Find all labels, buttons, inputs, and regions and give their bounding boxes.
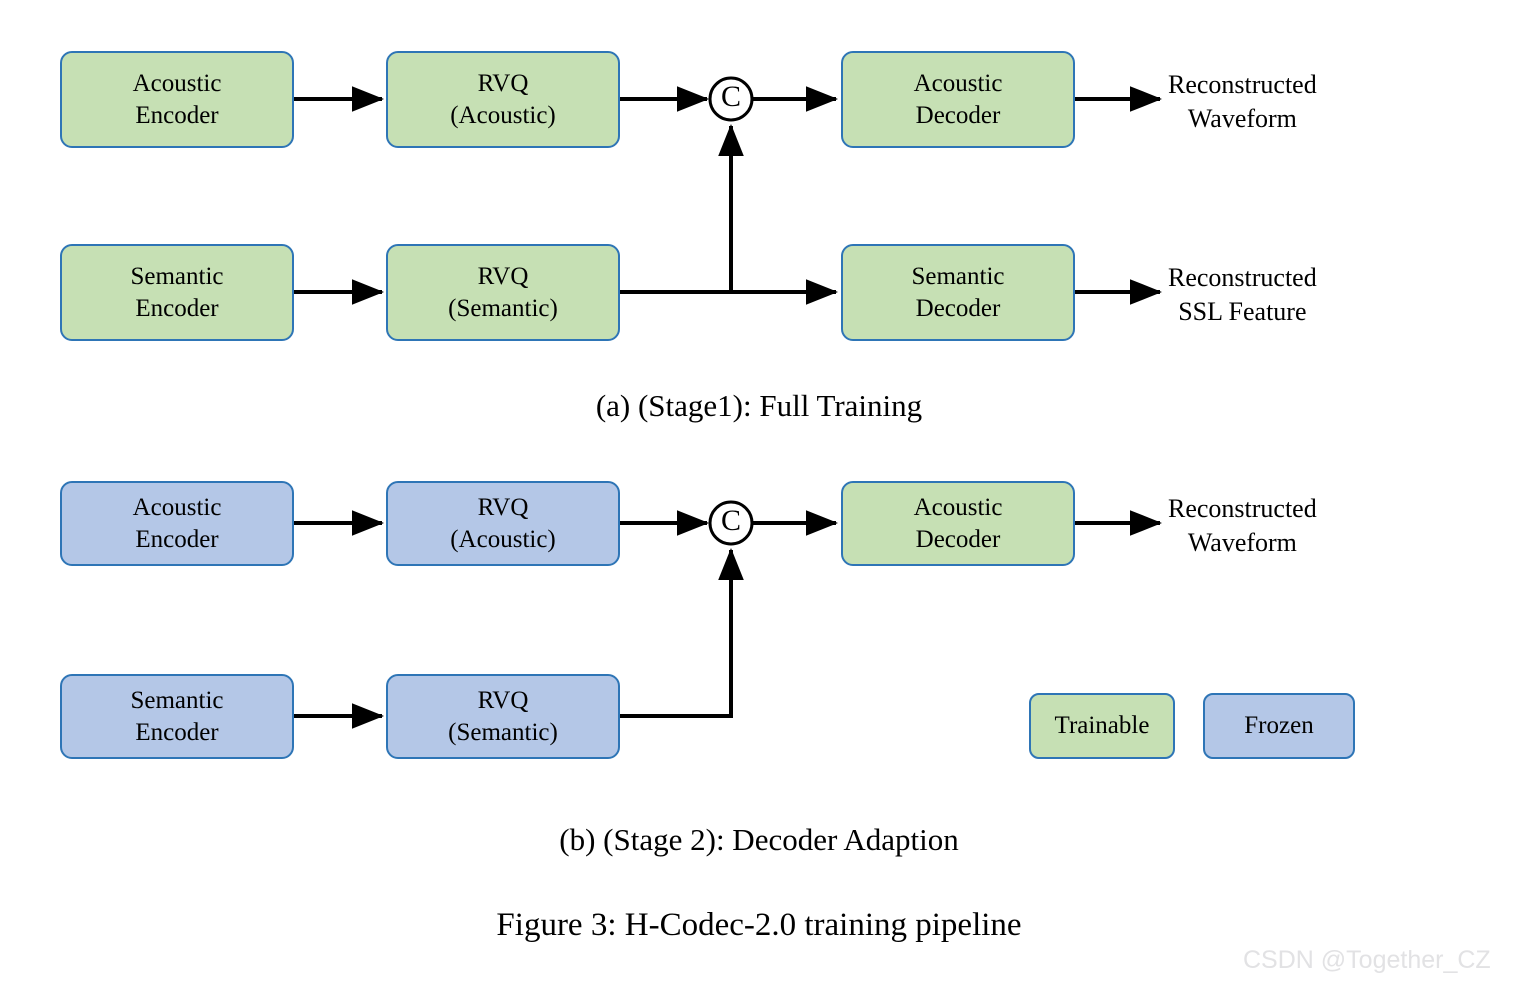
output-label-line2: SSL Feature	[1178, 296, 1307, 326]
node-label-line2: (Acoustic)	[450, 101, 556, 129]
node-rvq-acoustic-stage-b[interactable]: RVQ (Acoustic)	[386, 481, 620, 566]
node-label-line1: Semantic	[911, 262, 1005, 290]
node-label-line2: Encoder	[135, 718, 219, 746]
node-rvq-semantic-stage-b[interactable]: RVQ (Semantic)	[386, 674, 620, 759]
node-label-line1: RVQ	[477, 493, 529, 521]
legend-trainable-label: Trainable	[1054, 712, 1150, 739]
node-label-line1: RVQ	[477, 262, 529, 290]
output-label-reconstructed-waveform-stage-a: Reconstructed Waveform	[1168, 68, 1317, 136]
output-label-reconstructed-ssl-feature-stage-a: Reconstructed SSL Feature	[1168, 261, 1317, 329]
node-label-line1: RVQ	[477, 69, 529, 97]
node-label-line2: Encoder	[135, 101, 219, 129]
node-label-line1: Acoustic	[913, 493, 1003, 521]
node-rvq-acoustic-stage-a[interactable]: RVQ (Acoustic)	[386, 51, 620, 148]
legend-frozen[interactable]: Frozen	[1203, 693, 1355, 759]
node-semantic-encoder-stage-b[interactable]: Semantic Encoder	[60, 674, 294, 759]
node-label-line1: Semantic	[130, 262, 224, 290]
node-label-line2: Decoder	[915, 294, 1001, 322]
output-label-line1: Reconstructed	[1168, 494, 1317, 523]
wire-b-rvq-semantic-to-concat	[620, 548, 744, 718]
concat-label-stage-a: C	[720, 80, 741, 113]
node-semantic-encoder-stage-a[interactable]: Semantic Encoder	[60, 244, 294, 341]
caption-stage-b: (b) (Stage 2): Decoder Adaption	[559, 822, 959, 857]
node-label-line1: Acoustic	[132, 493, 222, 521]
concat-label-stage-b: C	[720, 504, 741, 537]
node-rvq-semantic-stage-a[interactable]: RVQ (Semantic)	[386, 244, 620, 341]
output-label-reconstructed-waveform-stage-b: Reconstructed Waveform	[1168, 492, 1317, 560]
legend-trainable[interactable]: Trainable	[1029, 693, 1175, 759]
node-acoustic-encoder-stage-b[interactable]: Acoustic Encoder	[60, 481, 294, 566]
output-label-line1: Reconstructed	[1168, 263, 1317, 292]
node-label-line2: Decoder	[915, 101, 1001, 129]
output-label-line1: Reconstructed	[1168, 70, 1317, 99]
node-label-line1: Acoustic	[913, 69, 1003, 97]
node-label-line1: RVQ	[477, 686, 529, 714]
node-label-line2: Encoder	[135, 294, 219, 322]
node-acoustic-decoder-stage-a[interactable]: Acoustic Decoder	[841, 51, 1075, 148]
caption-stage-a: (a) (Stage1): Full Training	[595, 388, 923, 423]
node-acoustic-encoder-stage-a[interactable]: Acoustic Encoder	[60, 51, 294, 148]
watermark-csdn: CSDN @Together_CZ	[1243, 946, 1491, 974]
output-label-line2: Waveform	[1187, 527, 1297, 557]
node-acoustic-decoder-stage-b[interactable]: Acoustic Decoder	[841, 481, 1075, 566]
node-semantic-decoder-stage-a[interactable]: Semantic Decoder	[841, 244, 1075, 341]
node-label-line2: (Semantic)	[448, 294, 558, 322]
node-label-line2: Encoder	[135, 525, 219, 553]
legend-frozen-label: Frozen	[1244, 712, 1314, 739]
output-label-line2: Waveform	[1187, 103, 1297, 133]
figure-caption: Figure 3: H-Codec-2.0 training pipeline	[496, 907, 1022, 943]
node-label-line2: (Semantic)	[448, 718, 558, 746]
node-label-line2: (Acoustic)	[450, 525, 556, 553]
node-label-line1: Acoustic	[132, 69, 222, 97]
node-label-line2: Decoder	[915, 525, 1001, 553]
node-label-line1: Semantic	[130, 686, 224, 714]
